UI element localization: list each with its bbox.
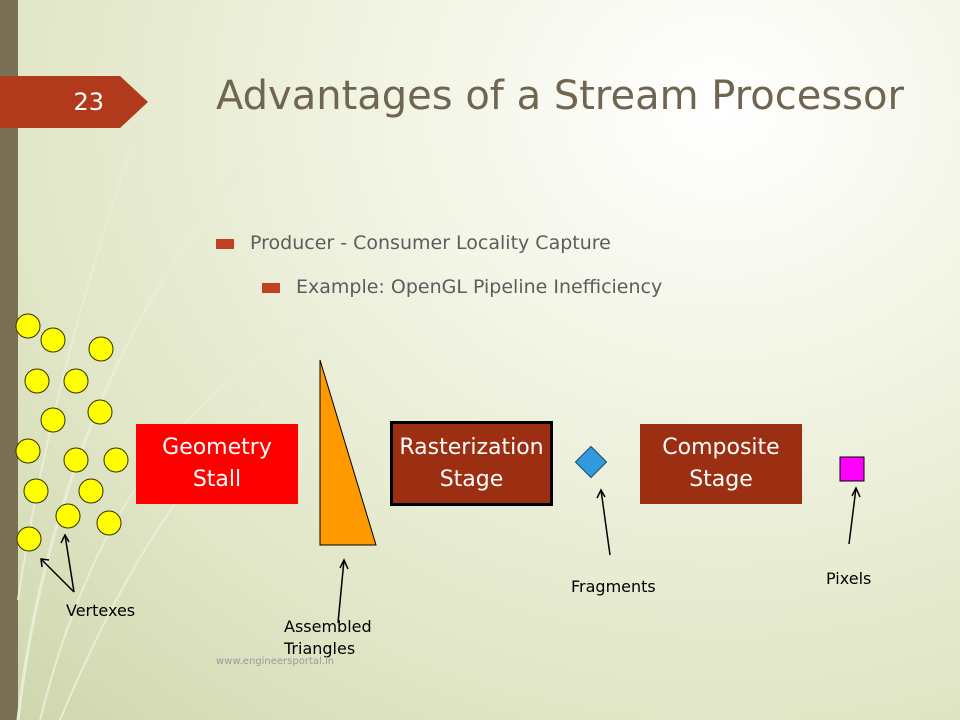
pixels-label: Pixels — [826, 569, 872, 588]
vertex-circle — [87, 399, 113, 425]
triangle-arrowhead — [339, 558, 349, 570]
vertex-arrow-2 — [64, 534, 75, 593]
vertex-circle — [103, 447, 129, 473]
bullet-marker-icon — [262, 283, 280, 293]
vertex-circle — [15, 313, 41, 339]
bullet-2: Example: OpenGL Pipeline Inefficiency — [262, 276, 662, 298]
vertex-circle — [23, 478, 49, 504]
vertex-circle — [16, 526, 42, 552]
composite-label-line2: Stage — [689, 467, 753, 492]
vertex-circle — [15, 438, 41, 464]
geometry-stall-label-line1: Geometry — [162, 435, 272, 460]
assembled-triangles-label-line2: Triangles — [284, 639, 356, 658]
fragment-arrowhead — [596, 488, 606, 499]
vertex-cluster — [15, 313, 129, 552]
vertex-circle — [96, 510, 122, 536]
geometry-stall-label-line2: Stall — [192, 467, 242, 492]
composite-label-line1: Composite — [662, 435, 780, 460]
triangle-arrow — [337, 559, 345, 624]
geometry-stall-box: Geometry Stall — [136, 424, 298, 504]
bullet-2-text: Example: OpenGL Pipeline Inefficiency — [296, 276, 663, 298]
vertex-arrowhead-2 — [60, 533, 70, 544]
vertex-circle — [78, 478, 104, 504]
composite-stage-box: Composite Stage — [640, 424, 802, 504]
vertex-circle — [88, 336, 114, 362]
label-arrows — [40, 486, 861, 624]
vertex-arrow-1 — [41, 559, 75, 593]
bullet-marker-icon — [216, 239, 234, 249]
vertex-circle — [63, 368, 89, 394]
bullet-1: Producer - Consumer Locality Capture — [216, 232, 611, 254]
fragment-arrow — [600, 489, 611, 556]
assembled-triangles-label: Assembled Triangles — [284, 616, 372, 660]
slide-title: Advantages of a Stream Processor — [216, 73, 904, 119]
vertex-circle — [24, 368, 50, 394]
pixel-arrowhead — [851, 486, 861, 498]
vertex-arrowhead-1 — [40, 558, 50, 568]
pixel-arrow — [848, 487, 857, 545]
bullet-1-text: Producer - Consumer Locality Capture — [250, 232, 611, 254]
assembled-triangles-label-line1: Assembled — [284, 617, 372, 636]
vertex-circle — [40, 407, 66, 433]
vertex-circle — [63, 447, 89, 473]
fragments-label: Fragments — [571, 577, 656, 596]
assembled-triangle-shape — [319, 359, 377, 546]
footer-url: www.engineersportal.in — [216, 656, 335, 667]
vertex-circle — [55, 503, 81, 529]
pixel-square — [839, 456, 865, 482]
slide-number: 23 — [0, 76, 148, 128]
rasterization-label-line2: Stage — [439, 466, 504, 492]
rasterization-label-line1: Rasterization — [399, 434, 544, 460]
left-accent-bar — [0, 0, 18, 720]
vertex-circle — [40, 327, 66, 353]
vertexes-label: Vertexes — [66, 601, 136, 620]
fragment-diamond — [574, 445, 608, 479]
rasterization-stage-box: Rasterization Stage — [390, 421, 553, 506]
